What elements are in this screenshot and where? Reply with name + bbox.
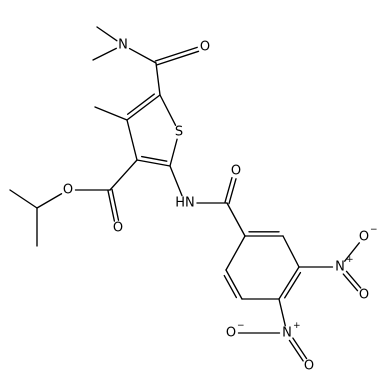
bond-amide-c-o: [155, 50, 200, 66]
nitro-right-negative-charge: −: [370, 225, 378, 235]
nitro-right-positive-charge: +: [346, 255, 354, 265]
bond-benzene-1-2: [225, 235, 246, 271]
bond-benzamide-c-o: [228, 178, 237, 205]
bond-ester-c-o-double-second: [111, 188, 120, 221]
nitro-right-nitrogen-label: N: [335, 260, 345, 275]
amide-oxygen-label: O: [200, 40, 210, 55]
bond-nitro-bottom-o-double-second: [292, 337, 308, 360]
amide-nh-label: HN: [175, 196, 195, 211]
ester-carbonyl-oxygen-label: O: [113, 221, 123, 236]
bond-amide-n-c: [128, 47, 157, 64]
bond-benzamide-c-o-second: [224, 176, 233, 204]
bond-nitro-bottom-o-double: [288, 339, 304, 362]
bond-thiophene-c2-c3: [136, 159, 171, 167]
bond-nitro-right-o-double: [342, 273, 359, 292]
bond-n-methyl-2: [92, 47, 117, 61]
bond-ring-nh: [169, 165, 183, 197]
bond-benzene-2-3-second: [223, 274, 238, 299]
ester-oxygen-label: O: [63, 183, 73, 198]
bond-thiophene-s-c2: [169, 138, 178, 167]
bond-amide-c-o-second: [154, 46, 198, 62]
bond-n-methyl-1: [96, 26, 118, 42]
bond-thiophene-c5-c4: [126, 94, 161, 121]
nitro-bottom-oxygen-left-label: O: [226, 326, 236, 341]
bond-benzene-4-5-second: [284, 271, 302, 299]
bond-benzene-2-3: [225, 269, 243, 300]
thiophene-sulfur-label: S: [175, 125, 183, 140]
bond-thiophene-c5-s: [159, 94, 177, 127]
bond-benzene-5-6: [282, 235, 300, 268]
nitro-bottom-positive-charge: +: [293, 321, 301, 331]
nitro-bottom-oxygen-right-label: O: [304, 359, 314, 374]
bond-benzene-nitro-bottom: [278, 298, 286, 327]
bond-carbonyl-benzene: [226, 202, 246, 237]
bond-nitro-right-o-double-second: [345, 270, 362, 289]
bond-ester-o-ch: [36, 193, 63, 209]
bond-ester-c-o-double: [107, 189, 116, 222]
bond-nitro-right-o-single: [344, 242, 360, 262]
nitro-bottom-negative-charge: −: [237, 321, 245, 331]
nitro-bottom-nitrogen-label: N: [282, 326, 292, 341]
bond-thiophene-c2-c3-second: [141, 155, 168, 162]
nitro-right-oxygen-bottom-label: O: [359, 288, 369, 303]
amide-nitrogen-label: N: [118, 38, 128, 53]
bond-ring-methyl: [94, 106, 128, 121]
nitro-right-oxygen-top-label: O: [359, 230, 369, 245]
benzamide-oxygen-label: O: [231, 164, 241, 179]
bond-benzene-4-5: [278, 266, 300, 300]
bond-thiophene-c5-c4-second: [126, 93, 155, 115]
bond-thiophene-c3-c4: [126, 119, 138, 161]
bond-isopropyl-methyl-1: [9, 189, 38, 209]
bond-ester-ring-c: [109, 159, 138, 191]
bond-amide-c-ring: [155, 62, 161, 96]
bond-layer: [9, 26, 362, 362]
